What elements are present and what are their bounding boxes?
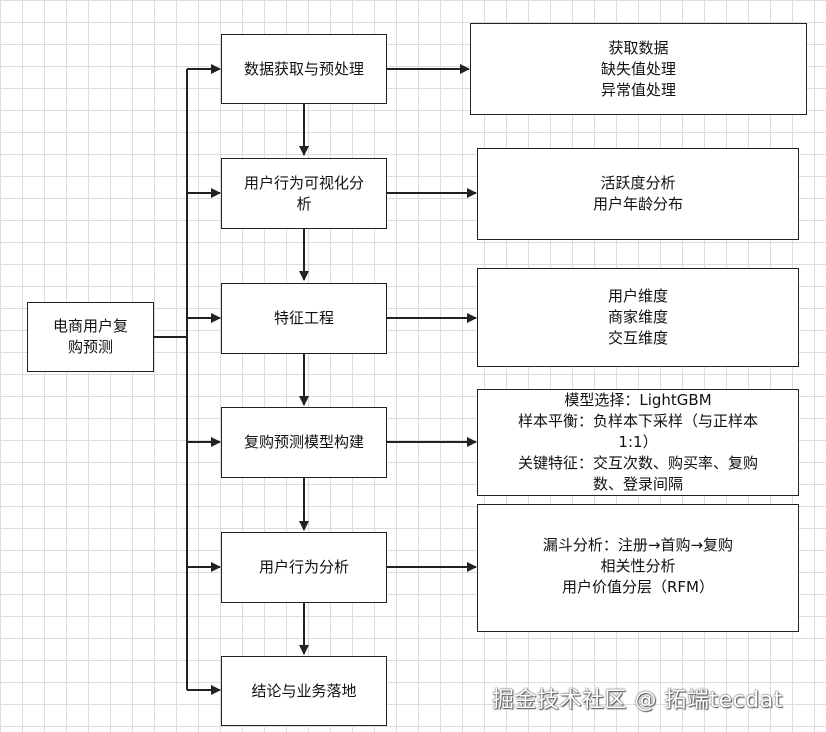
root-node: 电商用户复 购预测: [27, 302, 154, 372]
step-2-line-2: 析: [296, 194, 312, 213]
detail-behavior-visualization: 活跃度分析 用户年龄分布: [477, 148, 799, 240]
step-3-line-1: 特征工程: [273, 309, 334, 327]
watermark: 掘金技术社区 @ 拓端tecdat: [492, 688, 783, 713]
detail-feature-engineering: 用户维度 商家维度 交互维度: [477, 268, 799, 367]
step-5-line-1: 用户行为分析: [258, 558, 349, 576]
step-2-line-1: 用户行为可视化分: [243, 173, 364, 192]
detail-1-line-3: 异常值处理: [600, 80, 676, 99]
detail-behavior-analysis: 漏斗分析：注册→首购→复购 相关性分析 用户价值分层（RFM）: [477, 504, 799, 632]
step-behavior-visualization: 用户行为可视化分 析: [221, 158, 387, 229]
detail-5-line-3: 用户价值分层（RFM）: [562, 578, 714, 596]
detail-4-line-2: 样本平衡：负样本下采样（与正样本: [517, 412, 758, 430]
detail-4-line-1: 模型选择：LightGBM: [564, 391, 712, 409]
detail-4-line-4: 关键特征：交互次数、购买率、复购: [517, 454, 758, 472]
detail-1-line-1: 获取数据: [608, 38, 669, 57]
detail-2-line-1: 活跃度分析: [600, 174, 676, 192]
detail-3-line-3: 交互维度: [607, 329, 668, 347]
detail-3-line-1: 用户维度: [607, 287, 668, 305]
step-6-line-1: 结论与业务落地: [251, 681, 357, 700]
step-behavior-analysis: 用户行为分析: [221, 532, 387, 603]
step-feature-engineering: 特征工程: [221, 283, 387, 354]
root-line-1: 电商用户复: [52, 317, 128, 335]
step-data-acquisition: 数据获取与预处理: [221, 34, 387, 104]
detail-4-line-3: 1:1）: [618, 433, 658, 451]
step-4-line-1: 复购预测模型构建: [243, 433, 364, 451]
step-model-building: 复购预测模型构建: [221, 407, 387, 478]
detail-2-line-2: 用户年龄分布: [592, 195, 683, 213]
detail-data-acquisition: 获取数据 缺失值处理 异常值处理: [470, 23, 807, 115]
detail-5-line-2: 相关性分析: [600, 557, 676, 575]
detail-5-line-1: 漏斗分析：注册→首购→复购: [542, 536, 734, 554]
detail-4-line-5: 数、登录间隔: [592, 475, 683, 493]
root-line-2: 购预测: [67, 338, 113, 356]
step-conclusion: 结论与业务落地: [221, 656, 387, 726]
detail-3-line-2: 商家维度: [607, 308, 668, 326]
detail-1-line-2: 缺失值处理: [600, 59, 676, 78]
detail-model-building: 模型选择：LightGBM 样本平衡：负样本下采样（与正样本 1:1） 关键特征…: [477, 389, 799, 496]
step-1-line-1: 数据获取与预处理: [243, 59, 364, 78]
